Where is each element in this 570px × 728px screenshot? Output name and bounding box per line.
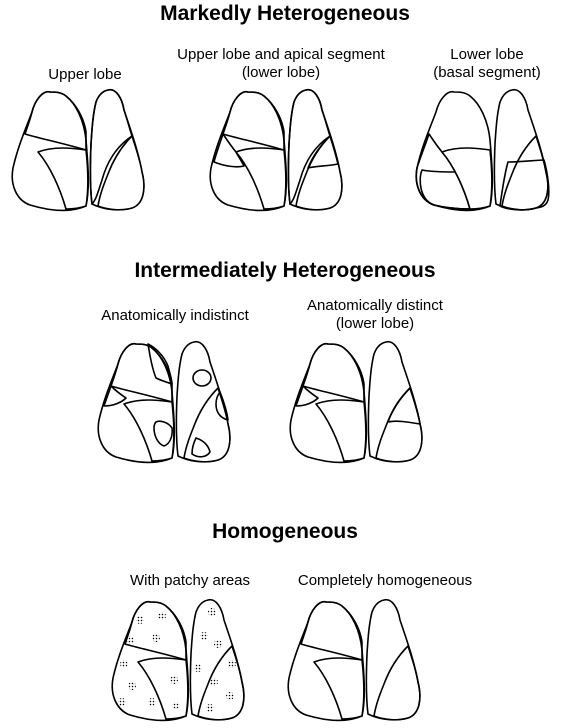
section-title-homogeneous: Homogeneous xyxy=(212,520,358,543)
caption-completely-homogeneous: Completely homogeneous xyxy=(297,572,473,589)
diagram-upper-lobe-apical-segment xyxy=(209,88,343,212)
caption-upper-lobe-apical-segment: Upper lobe and apical segment (lower lob… xyxy=(177,46,385,81)
diagram-anatomically-distinct xyxy=(289,340,423,464)
diagram-anatomically-indistinct xyxy=(97,340,231,464)
diagram-lower-lobe-basal xyxy=(415,88,550,212)
caption-lower-lobe-basal: Lower lobe (basal segment) xyxy=(433,46,541,81)
caption-anatomically-indistinct: Anatomically indistinct xyxy=(101,307,249,324)
caption-upper-lobe: Upper lobe xyxy=(48,66,122,83)
diagram-completely-homogeneous xyxy=(287,598,421,722)
diagram-with-patchy-areas xyxy=(111,598,245,722)
caption-with-patchy-areas: With patchy areas xyxy=(129,572,251,589)
caption-anatomically-distinct: Anatomically distinct (lower lobe) xyxy=(307,297,443,332)
section-title-intermediately-heterogeneous: Intermediately Heterogeneous xyxy=(134,259,436,282)
section-title-markedly-heterogeneous: Markedly Heterogeneous xyxy=(160,2,410,25)
diagram-upper-lobe xyxy=(11,88,145,212)
